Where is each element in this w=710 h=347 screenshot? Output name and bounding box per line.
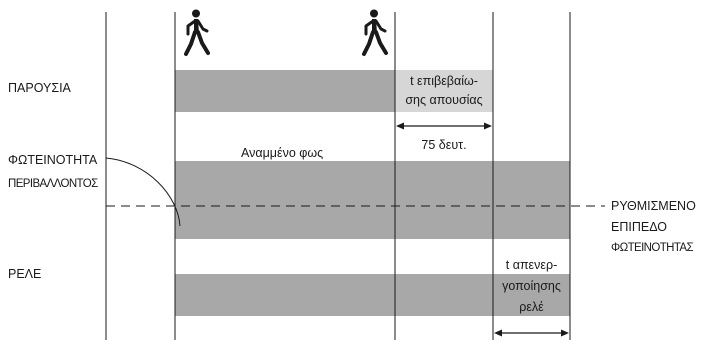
absence-confirm-bar: [395, 70, 493, 112]
lights-on-label: Αναμμένο φως: [241, 146, 324, 160]
absence-confirm-line1: t επιβεβαίω-: [410, 74, 478, 88]
ambient-light-bar: [175, 161, 570, 239]
absence-confirm-text: t επιβεβαίω- σης απουσίας: [395, 72, 493, 110]
walking-person-icon: [362, 9, 388, 56]
relay-bar: [175, 274, 570, 316]
duration-label: 75 δευτ.: [421, 138, 467, 152]
arrow-head-left: [494, 329, 502, 337]
threshold-label-line1: ΡΥΘΜΙΣΜΕΝΟ: [611, 199, 696, 213]
relay-deactivation-line1: t απενερ-: [505, 258, 558, 272]
ambient-label-line2: ΠΕΡΙΒΑΛΛΟΝΤΟΣ: [8, 178, 98, 190]
arrow-head-right: [561, 329, 569, 337]
arrow-head-left: [396, 122, 404, 130]
presence-bar: [175, 70, 395, 112]
ambient-label-line1: ΦΩΤΕΙΝΟΤΗΤΑ: [8, 153, 98, 167]
walking-person-icon: [184, 9, 210, 56]
ambient-leader-curve: [105, 157, 181, 227]
relay-deactivation-line3: ρελέ: [519, 300, 544, 314]
relay-deactivation-line2: γοποίησης: [502, 279, 561, 293]
presence-label: ΠΑΡΟΥΣΙΑ: [8, 81, 71, 95]
relay-deactivation-text: t απενερ- γοποίησης ρελέ: [493, 255, 570, 318]
relay-label: ΡΕΛΕ: [8, 267, 42, 281]
arrow-head-right: [484, 122, 492, 130]
absence-confirm-line2: σης απουσίας: [405, 93, 483, 107]
threshold-label-line2: ΕΠΙΠΕΔΟ: [611, 220, 668, 234]
threshold-label-line3: ΦΩΤΕΙΝΟΤΗΤΑΣ: [611, 242, 694, 254]
